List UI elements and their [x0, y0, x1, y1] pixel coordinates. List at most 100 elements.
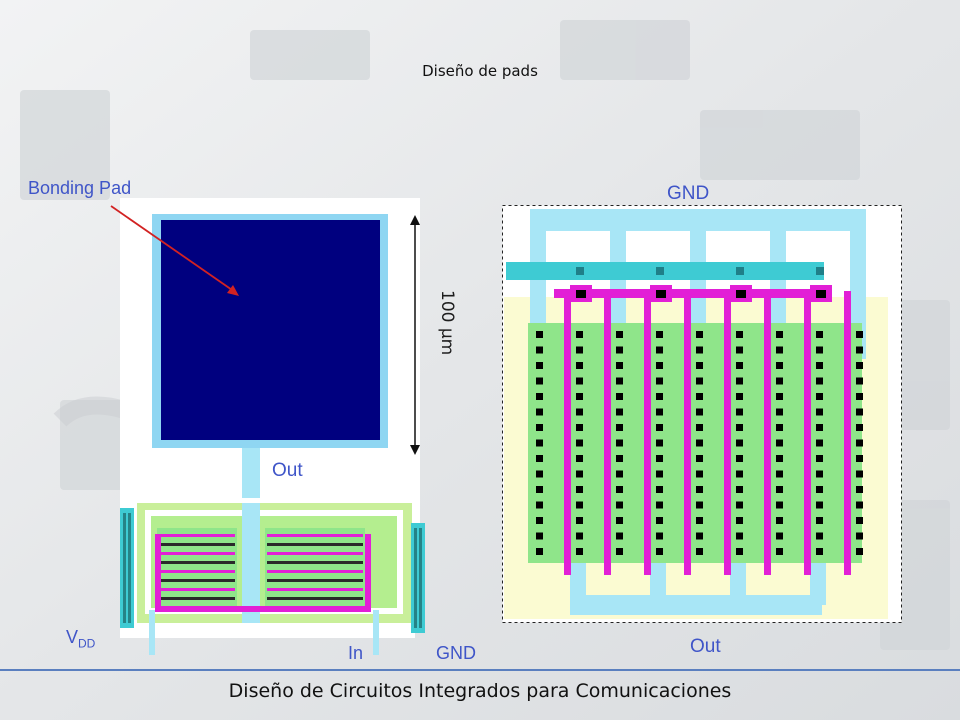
diffusion-contact: [776, 362, 783, 369]
diffusion-contact: [736, 470, 743, 478]
diffusion-contact: [776, 548, 783, 555]
diffusion-contact: [616, 470, 623, 478]
diffusion-contact: [696, 470, 703, 478]
diffusion-contact: [536, 377, 543, 385]
diffusion-contact: [856, 455, 863, 462]
diffusion-contact: [696, 424, 703, 431]
diffusion-contact: [816, 501, 823, 509]
diffusion-contact: [576, 532, 583, 540]
gnd-rail: [411, 523, 425, 633]
diffusion-contact: [576, 517, 583, 524]
diffusion-contact: [856, 470, 863, 478]
bonding-pad-label: Bonding Pad: [28, 178, 132, 198]
gate-finger: [604, 291, 611, 575]
gate-contact: [736, 290, 746, 298]
bus-contact: [816, 267, 824, 275]
diffusion-contact: [656, 548, 663, 555]
out-metal: [570, 595, 822, 615]
diffusion-contact: [536, 532, 543, 540]
diffusion-contact: [616, 331, 623, 338]
diffusion-contact: [616, 346, 623, 354]
diffusion-contact: [696, 486, 703, 493]
diffusion-contact: [536, 501, 543, 509]
diffusion-contact: [856, 532, 863, 540]
diffusion-contact: [576, 331, 583, 338]
diffusion-contact: [776, 393, 783, 400]
diffusion-contact: [816, 331, 823, 338]
diffusion-contact: [696, 517, 703, 524]
driver-finger: [159, 579, 235, 582]
gate-contact: [816, 290, 826, 298]
diffusion-contact: [536, 486, 543, 493]
diffusion-contact: [816, 393, 823, 400]
bonding-pad: [161, 220, 380, 440]
driver-finger: [159, 570, 235, 573]
diffusion-contact: [536, 331, 543, 338]
diffusion-contact: [736, 532, 743, 540]
diffusion-contact: [696, 331, 703, 338]
in-label: In: [348, 643, 364, 663]
diffusion-contact: [856, 501, 863, 509]
gate-finger: [764, 291, 771, 575]
diffusion-contact: [696, 408, 703, 416]
diffusion-contact: [616, 377, 623, 385]
diffusion-contact: [816, 548, 823, 555]
diffusion-contact: [536, 455, 543, 462]
vdd-label: VDD: [66, 627, 95, 651]
driver-transistors-right: [265, 528, 365, 610]
diffusion-contact: [536, 548, 543, 555]
slide-footer: Diseño de Circuitos Integrados para Comu…: [228, 680, 732, 702]
driver-finger: [267, 588, 363, 591]
diffusion-contact: [656, 377, 663, 385]
driver-finger: [159, 552, 235, 555]
diffusion-contact: [736, 517, 743, 524]
diffusion-contact: [776, 501, 783, 509]
out-right-label: Out: [690, 636, 721, 657]
diffusion-contact: [776, 486, 783, 493]
diffusion-contact: [736, 548, 743, 555]
diffusion-contact: [816, 470, 823, 478]
metal-gap: [570, 231, 594, 247]
diffusion-contact: [536, 362, 543, 369]
gnd-top-label: GND: [667, 183, 710, 204]
diffusion-contact: [856, 486, 863, 493]
diffusion-contact: [656, 532, 663, 540]
driver-finger: [159, 534, 235, 537]
pad-connection-strip: [242, 448, 260, 508]
driver-finger: [267, 597, 363, 600]
diffusion-contact: [576, 408, 583, 416]
diffusion-contact: [736, 439, 743, 447]
metal-gap: [810, 231, 834, 247]
gnd-bus: [506, 262, 824, 280]
diffusion-contact: [696, 362, 703, 369]
diffusion-contact: [656, 439, 663, 447]
diffusion-contact: [656, 331, 663, 338]
diffusion-contact: [696, 377, 703, 385]
diffusion-contact: [536, 393, 543, 400]
metal-gap: [650, 231, 674, 247]
diffusion-contact: [656, 393, 663, 400]
diffusion-contact: [816, 455, 823, 462]
diffusion-contact: [656, 346, 663, 354]
driver-finger: [159, 561, 235, 564]
gnd-metal-leg: [690, 209, 706, 359]
diffusion-contact: [656, 501, 663, 509]
gnd-metal-leg: [610, 209, 626, 359]
diffusion-contact: [616, 548, 623, 555]
diffusion-contact: [656, 517, 663, 524]
diffusion-contact: [696, 455, 703, 462]
diffusion-contact: [576, 424, 583, 431]
diffusion-contact: [856, 408, 863, 416]
diffusion-contact: [696, 532, 703, 540]
diffusion-contact: [736, 501, 743, 509]
driver-finger: [267, 570, 363, 573]
vdd-label-sub: DD: [78, 636, 96, 651]
diffusion-contact: [816, 362, 823, 369]
diffusion-contact: [616, 424, 623, 431]
diffusion-contact: [776, 470, 783, 478]
diffusion-contact: [736, 331, 743, 338]
gate-finger: [724, 291, 731, 575]
diffusion-contact: [696, 548, 703, 555]
diffusion-contact: [816, 377, 823, 385]
driver-finger: [267, 543, 363, 546]
